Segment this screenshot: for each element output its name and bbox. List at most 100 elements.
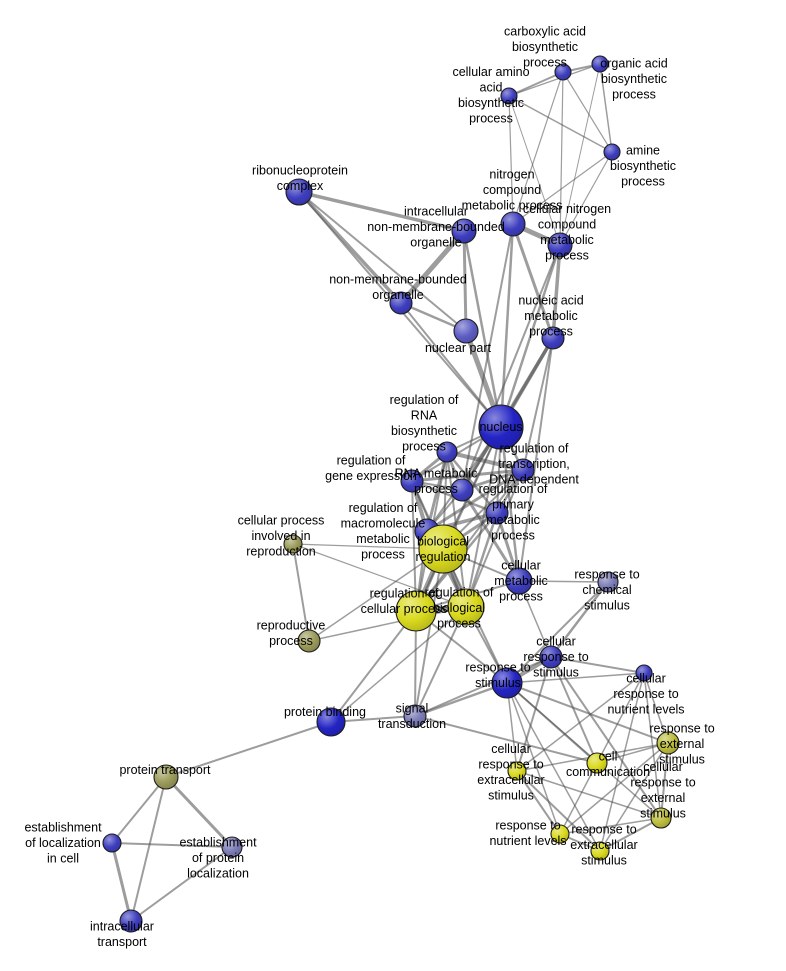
edge-cellular_response_stimulus--cell_communication xyxy=(550,656,598,764)
node-est_localization_cell[interactable] xyxy=(102,833,122,853)
edge-amine--cellular_nitrogen xyxy=(559,151,613,246)
node-label-cellular_amino-line0: cellular amino xyxy=(452,65,529,79)
node-reg_gene_expr[interactable] xyxy=(400,469,424,493)
node-signal_transduction[interactable] xyxy=(403,704,427,728)
node-label-ribonucleoprotein-line0: ribonucleoprotein xyxy=(252,163,348,177)
node-amine[interactable] xyxy=(603,143,621,161)
node-label-reg_macromolecule-line2: metabolic xyxy=(356,532,410,546)
node-label-cellular_process_reproduction-line2: reproduction xyxy=(246,545,316,559)
edge-organic--amine xyxy=(599,63,613,153)
node-response_stimulus[interactable] xyxy=(491,667,523,699)
edge-amine--nitrogen_compound xyxy=(512,151,613,225)
node-label-cellular_response_nutrient-line2: nutrient levels xyxy=(607,703,684,717)
edge-cellular_response_extracellular--response_extracellular xyxy=(516,770,601,852)
node-est_protein_localization[interactable] xyxy=(221,836,243,858)
node-biological_regulation[interactable] xyxy=(418,524,468,574)
node-label-est_localization_cell-line1: of localization xyxy=(25,836,101,850)
node-protein_binding[interactable] xyxy=(316,707,346,737)
node-label-cellular_process_reproduction-line0: cellular process xyxy=(238,514,325,528)
node-ribonucleoprotein[interactable] xyxy=(285,178,313,206)
node-label-amine-line1: biosynthetic xyxy=(610,159,676,173)
edge-cell_communication--signal_transduction xyxy=(414,715,598,764)
node-label-est_localization_cell-line2: in cell xyxy=(47,852,79,866)
node-label-organic-line1: biosynthetic xyxy=(601,72,667,86)
node-label-reg_macromolecule-line0: regulation of xyxy=(349,501,418,515)
node-nucleus[interactable] xyxy=(478,404,524,450)
node-cellular_response_nutrient[interactable] xyxy=(635,664,653,682)
edge-cellular_nitrogen--rna_metabolic xyxy=(461,244,561,491)
node-reg_transcription[interactable] xyxy=(511,458,535,482)
node-cell_communication[interactable] xyxy=(586,752,608,774)
edge-est_localization_cell--intracellular_transport xyxy=(110,841,133,923)
node-reg_biological[interactable] xyxy=(447,588,485,626)
node-reg_cellular[interactable] xyxy=(395,590,437,632)
node-response_nutrient_levels[interactable] xyxy=(550,824,570,844)
node-label-cellular_nitrogen-line1: compound xyxy=(538,217,596,231)
edge-response_stimulus--response_chemical xyxy=(506,581,609,684)
node-response_extracellular[interactable] xyxy=(590,841,610,861)
node-label-nucleic_acid-line0: nucleic acid xyxy=(518,294,583,308)
node-response_chemical[interactable] xyxy=(597,571,619,593)
node-reproductive_process[interactable] xyxy=(297,629,321,653)
edge-cellular_response_nutrient--cellular_response_extracellular xyxy=(516,672,645,772)
edge-cell_communication--response_external xyxy=(596,742,669,764)
edge-est_localization_cell--est_protein_localization xyxy=(111,842,233,848)
edge-reg_transcription--reg_biological xyxy=(465,469,524,608)
edge-response_chemical--cellular_metabolic xyxy=(518,580,609,583)
node-cellular_nitrogen[interactable] xyxy=(547,232,573,258)
node-reg_rna_biosyn[interactable] xyxy=(436,441,458,463)
node-organic[interactable] xyxy=(591,55,609,73)
edge-cellular_response_external--response_extracellular xyxy=(599,817,662,852)
node-cellular_response_extracellular[interactable] xyxy=(507,761,527,781)
node-label-organic-line0: organic acid xyxy=(600,57,667,71)
node-reg_primary[interactable] xyxy=(485,501,509,525)
edge-reg_biological--reproductive_process xyxy=(308,606,467,642)
edge-protein_transport--intracellular_transport xyxy=(130,776,167,922)
edge-organic--cellular_nitrogen xyxy=(559,63,601,246)
node-cellular_process_reproduction[interactable] xyxy=(283,534,303,554)
edge-carboxylic--cellular_amino xyxy=(508,71,564,97)
edge-intracellular_nmb--nucleus xyxy=(462,229,503,429)
edge-cellular_amino--nitrogen_compound xyxy=(508,95,514,225)
node-intracellular_transport[interactable] xyxy=(119,909,143,933)
node-nitrogen_compound[interactable] xyxy=(500,211,526,237)
node-response_external[interactable] xyxy=(656,731,680,755)
edge-cellular_response_stimulus--signal_transduction xyxy=(414,656,552,717)
node-label-intracellular_transport-line1: transport xyxy=(97,935,147,949)
node-label-intracellular_nmb-line0: intracellular xyxy=(404,205,468,219)
node-rna_metabolic[interactable] xyxy=(450,478,474,502)
edge-reg_gene_expr--reg_cellular xyxy=(411,480,417,612)
node-label-reg_rna_biosyn-line0: regulation of xyxy=(390,393,459,407)
edge-biological_regulation--signal_transduction xyxy=(414,548,444,717)
node-cellular_response_external[interactable] xyxy=(650,807,672,829)
node-label-response_external-line0: response to xyxy=(649,722,714,736)
nodes-layer xyxy=(102,55,680,933)
node-carboxylic[interactable] xyxy=(554,63,572,81)
edge-carboxylic--amine xyxy=(562,71,613,153)
edge-nucleus--cellular_metabolic xyxy=(499,425,521,583)
edge-cellular_response_stimulus--response_chemical xyxy=(549,580,610,659)
edge-protein_transport--est_protein_localization xyxy=(164,775,234,849)
edge-reg_transcription--reg_gene_expr xyxy=(410,468,525,483)
node-nucleic_acid[interactable] xyxy=(541,326,565,350)
edge-nitrogen_compound--nucleus xyxy=(499,222,515,429)
node-label-nuclear_part-line0: nuclear part xyxy=(425,341,492,355)
node-label-reproductive_process-line0: reproductive xyxy=(257,618,326,632)
node-nmb_organelle[interactable] xyxy=(389,291,413,315)
edge-ribonucleoprotein--intracellular_nmb xyxy=(297,190,466,233)
edge-cellular_process_reproduction--reproductive_process xyxy=(292,543,310,642)
node-protein_transport[interactable] xyxy=(153,764,179,790)
node-cellular_response_stimulus[interactable] xyxy=(539,645,563,669)
node-label-reg_rna_biosyn-line2: biosynthetic xyxy=(391,424,457,438)
node-cellular_metabolic[interactable] xyxy=(505,567,533,595)
node-intracellular_nmb[interactable] xyxy=(451,218,477,244)
node-label-reg_rna_biosyn-line1: RNA xyxy=(411,408,438,422)
node-label-reg_gene_expr-line0: regulation of xyxy=(337,453,406,467)
node-label-est_localization_cell-line0: establishment xyxy=(24,821,102,835)
node-label-organic-line2: process xyxy=(612,88,656,102)
edge-response_external--cellular_response_external xyxy=(660,742,669,819)
node-cellular_amino[interactable] xyxy=(500,87,518,105)
node-nuclear_part[interactable] xyxy=(453,318,479,344)
